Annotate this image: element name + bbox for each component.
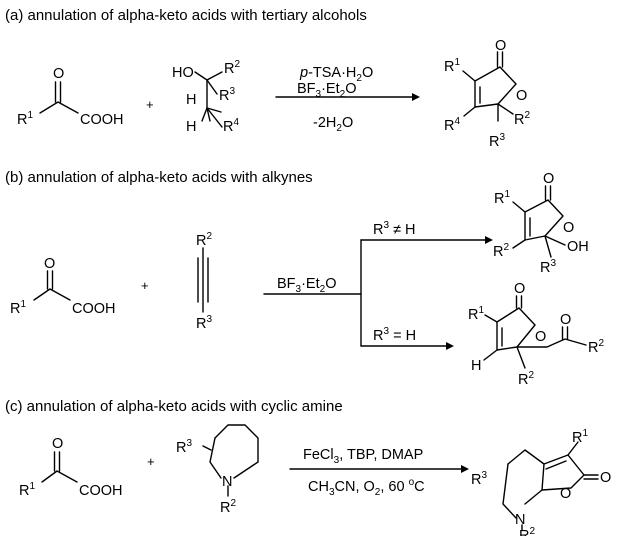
panel-b-keto-acid: O R1 COOH xyxy=(10,256,116,317)
panel-b-top-hydroxyl: OH xyxy=(567,239,589,255)
panel-c-amine-r2: R2 xyxy=(220,498,236,516)
panel-b-alkyne-r3: R3 xyxy=(196,314,212,332)
panel-a: (a) annulation of alpha-keto acids with … xyxy=(5,7,530,150)
panel-a-product-r2: R2 xyxy=(514,110,530,128)
panel-b-branching-arrow xyxy=(263,236,493,350)
panel-a-plus: + xyxy=(146,97,154,112)
panel-a-acid-r1: R1 xyxy=(17,110,33,128)
panel-b-heading: (b) annulation of alpha-keto acids with … xyxy=(5,169,313,186)
panel-c-bicyclic-product: O O N R1 R3 R2 xyxy=(471,428,611,536)
panel-c-condition-2: CH3CN, O2, 60 oC xyxy=(308,477,425,498)
panel-a-condition-3: -2H2O xyxy=(313,115,353,134)
panel-b-branch-bottom-label: R3 = H xyxy=(373,326,416,344)
panel-b-bottom-hydrogen: H xyxy=(471,358,481,374)
panel-a-product-ring-oxygen: O xyxy=(516,88,527,104)
panel-c-reaction-arrow xyxy=(289,465,469,473)
panel-c-acid-oxygen: O xyxy=(52,436,63,452)
panel-b-alkyne-r2: R2 xyxy=(196,231,212,249)
panel-c: (c) annulation of alpha-keto acids with … xyxy=(5,398,611,536)
panel-a-alcohol-r2: R2 xyxy=(224,59,240,77)
panel-c-amine-nitrogen: N xyxy=(222,474,232,490)
panel-b-plus: + xyxy=(141,278,149,293)
panel-c-keto-acid: O R1 COOH xyxy=(19,436,123,499)
panel-a-product-carbonyl-oxygen: O xyxy=(495,38,506,54)
panel-a-product-r4: R4 xyxy=(444,116,460,134)
panel-a-acid-group: COOH xyxy=(80,112,124,128)
panel-a-alcohol-r4: R4 xyxy=(223,117,239,135)
panel-c-product-r3: R3 xyxy=(471,470,487,488)
panel-b-condition: BF3·Et2O xyxy=(277,276,336,295)
panel-a-hydrogen-2: H xyxy=(186,119,196,135)
panel-a-keto-acid: O R1 COOH xyxy=(17,66,124,128)
panel-c-product-nitrogen: N xyxy=(515,512,525,528)
panel-b: (b) annulation of alpha-keto acids with … xyxy=(5,169,604,388)
panel-c-product-carbonyl-oxygen: O xyxy=(600,470,611,486)
panel-b-top-r2: R2 xyxy=(493,242,509,260)
panel-a-condition-1: p-TSA·H2O xyxy=(299,65,373,84)
panel-a-product-r1: R1 xyxy=(444,57,460,75)
panel-b-top-ring-oxygen: O xyxy=(563,220,574,236)
panel-a-condition-2: BF3·Et2O xyxy=(297,81,356,100)
panel-c-product-r2: R2 xyxy=(519,526,535,536)
panel-b-bottom-product: O O O R1 R2 R2 H xyxy=(468,281,604,388)
panel-b-bottom-ring-oxygen: O xyxy=(535,329,546,345)
panel-a-product-r3: R3 xyxy=(489,132,505,150)
panel-b-top-product: O O R1 R2 R3 OH xyxy=(493,171,589,276)
panel-b-acid-oxygen: O xyxy=(44,256,55,272)
panel-c-cyclic-amine: N R3 R2 xyxy=(176,424,259,516)
panel-a-butenolide-product: O O R1 R4 R2 R3 xyxy=(444,38,530,150)
panel-b-bottom-carbonyl-oxygen: O xyxy=(514,281,525,297)
panel-c-condition-1: FeCl3, TBP, DMAP xyxy=(303,447,423,466)
panel-b-acid-r1: R1 xyxy=(10,299,26,317)
panel-b-top-r3: R3 xyxy=(540,258,556,276)
panel-a-alcohol-r3: R3 xyxy=(219,86,235,104)
panel-a-tertiary-alcohol: HO R2 R3 R4 H H xyxy=(172,59,240,135)
panel-c-acid-group: COOH xyxy=(79,483,123,499)
panel-a-hydrogen-1: H xyxy=(186,92,196,108)
panel-a-reaction-arrow xyxy=(275,93,420,101)
panel-c-plus: + xyxy=(147,454,155,469)
panel-a-acid-oxygen: O xyxy=(53,66,64,82)
panel-b-bottom-chain-r2: R2 xyxy=(588,338,604,356)
panel-c-product-ring-oxygen: O xyxy=(560,486,571,502)
panel-a-heading: (a) annulation of alpha-keto acids with … xyxy=(5,7,367,24)
panel-b-acid-group: COOH xyxy=(72,301,116,317)
panel-b-bottom-ring-r2: R2 xyxy=(518,370,534,388)
panel-b-top-carbonyl-oxygen: O xyxy=(543,171,554,187)
panel-b-branch-top-label: R3 ≠ H xyxy=(373,220,416,238)
panel-c-amine-r3: R3 xyxy=(176,438,192,456)
panel-c-heading: (c) annulation of alpha-keto acids with … xyxy=(5,398,343,415)
panel-c-acid-r1: R1 xyxy=(19,481,35,499)
panel-a-hydroxyl: HO xyxy=(172,65,194,81)
panel-b-bottom-r1: R1 xyxy=(468,305,484,323)
panel-b-alkyne: R2 R3 xyxy=(196,231,212,332)
panel-c-product-r1: R1 xyxy=(572,428,588,446)
panel-b-bottom-ketone-oxygen: O xyxy=(560,312,571,328)
panel-b-top-r1: R1 xyxy=(494,189,510,207)
